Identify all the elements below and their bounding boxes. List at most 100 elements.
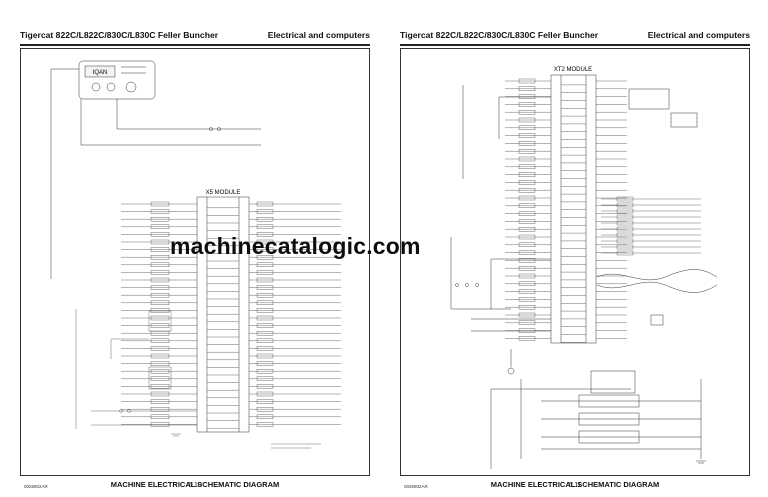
wire-tag xyxy=(150,399,170,404)
wire-tag xyxy=(150,369,170,374)
wire-tag xyxy=(518,156,536,162)
wire-tag xyxy=(150,308,170,313)
wire-tag xyxy=(256,338,274,343)
wire-tag xyxy=(256,216,274,222)
wire-tag xyxy=(256,399,274,404)
wire-tag xyxy=(256,292,274,298)
wire-tag xyxy=(256,209,274,214)
wire-tag xyxy=(256,376,274,381)
wire-tag xyxy=(256,308,274,313)
wire-tag xyxy=(616,196,634,202)
iqan-display-label: IQAN xyxy=(93,70,108,76)
wire-tag xyxy=(150,422,170,427)
left-page: Tigercat 822C/L822C/830C/L830C Feller Bu… xyxy=(20,0,370,497)
left-title: Tigercat 822C/L822C/830C/L830C Feller Bu… xyxy=(20,30,219,40)
wire-tag xyxy=(256,323,274,328)
watermark: machinecatalogic.com xyxy=(170,233,421,259)
wire-tag xyxy=(518,125,536,131)
left-caption: MACHINE ELECTRICAL SCHEMATIC DIAGRAM xyxy=(110,480,280,489)
wire-tag xyxy=(150,209,170,214)
wire-tag xyxy=(256,232,274,237)
wire-tag xyxy=(150,376,170,381)
right-header: Tigercat 822C/L822C/830C/L830C Feller Bu… xyxy=(400,30,750,46)
wire-tag xyxy=(150,232,170,237)
wire-tag xyxy=(518,203,536,209)
wire-tag xyxy=(518,328,536,333)
wire-tag xyxy=(256,369,274,374)
right-caption: MACHINE ELECTRICAL SCHEMATIC DIAGRAM xyxy=(490,480,660,489)
wire-tag xyxy=(150,323,170,328)
wire-tag xyxy=(518,141,536,146)
wire-tag xyxy=(150,247,170,252)
wire-tag xyxy=(518,117,536,123)
wire-tag xyxy=(518,172,536,177)
wire-tag xyxy=(256,201,274,207)
right-drawing-code: 0026802AR xyxy=(404,484,428,489)
wire-tag xyxy=(518,187,536,193)
left-page-number: 6.10 xyxy=(188,482,202,489)
wire-tag xyxy=(518,133,536,138)
wire-tag xyxy=(256,254,274,260)
wire-tag xyxy=(150,353,170,359)
wire-tag xyxy=(616,238,634,244)
right-wiring-rows xyxy=(505,78,701,343)
wire-tag xyxy=(518,265,536,271)
wire-tag xyxy=(150,216,170,222)
wire-tag xyxy=(256,285,274,290)
wire-tag xyxy=(518,102,536,107)
wire-tag xyxy=(150,315,170,321)
left-drawing-code: 0026802AR xyxy=(24,484,48,489)
wire-tag xyxy=(150,384,170,389)
wire-tag xyxy=(256,422,274,427)
left-wiring-rows xyxy=(121,201,341,429)
wire-tag xyxy=(150,338,170,343)
wire-tag xyxy=(150,414,170,419)
wire-tag xyxy=(150,300,170,306)
wire-tag xyxy=(150,262,170,268)
wire-tag xyxy=(518,320,536,325)
wire-tag xyxy=(518,234,536,240)
wire-tag xyxy=(616,220,634,226)
wire-tag xyxy=(256,391,274,397)
wire-tag xyxy=(518,305,536,310)
wire-tag xyxy=(256,331,274,336)
wire-tag xyxy=(150,361,170,366)
wire-tag xyxy=(518,148,536,154)
wire-tag xyxy=(518,336,536,341)
wire-tag xyxy=(256,346,274,351)
wire-tag xyxy=(518,289,536,294)
wire-tag xyxy=(256,224,274,230)
wire-tag xyxy=(518,281,536,287)
wire-tag xyxy=(518,164,536,170)
wire-tag xyxy=(256,270,274,275)
wire-tag xyxy=(518,242,536,248)
wire-tag xyxy=(150,270,170,275)
wire-tag xyxy=(616,250,634,256)
wire-tag xyxy=(256,353,274,359)
wire-tag xyxy=(256,247,274,252)
right-schematic: XT2 MODULE xyxy=(450,67,718,469)
wire-tag xyxy=(518,226,536,232)
wire-tag xyxy=(150,292,170,298)
wire-tag xyxy=(518,94,536,99)
wire-tag xyxy=(616,226,634,232)
right-section: Electrical and computers xyxy=(647,30,750,40)
right-title: Tigercat 822C/L822C/830C/L830C Feller Bu… xyxy=(400,30,599,40)
wire-tag xyxy=(256,361,274,366)
wire-tag xyxy=(256,277,274,283)
wire-tag xyxy=(256,407,274,412)
wire-tag xyxy=(518,219,536,224)
right-page: Tigercat 822C/L822C/830C/L830C Feller Bu… xyxy=(400,0,750,497)
wire-tag xyxy=(616,214,634,220)
wire-tag xyxy=(150,254,170,260)
wire-tag xyxy=(518,297,536,302)
wire-tag xyxy=(256,414,274,419)
wire-tag xyxy=(518,312,536,318)
right-module-label: XT2 MODULE xyxy=(554,67,592,73)
wire-tag xyxy=(518,258,536,263)
right-header-rule xyxy=(400,44,750,46)
wire-tag xyxy=(256,262,274,268)
wire-tag xyxy=(256,315,274,321)
wire-tag xyxy=(518,110,536,115)
wire-tag xyxy=(518,273,536,279)
